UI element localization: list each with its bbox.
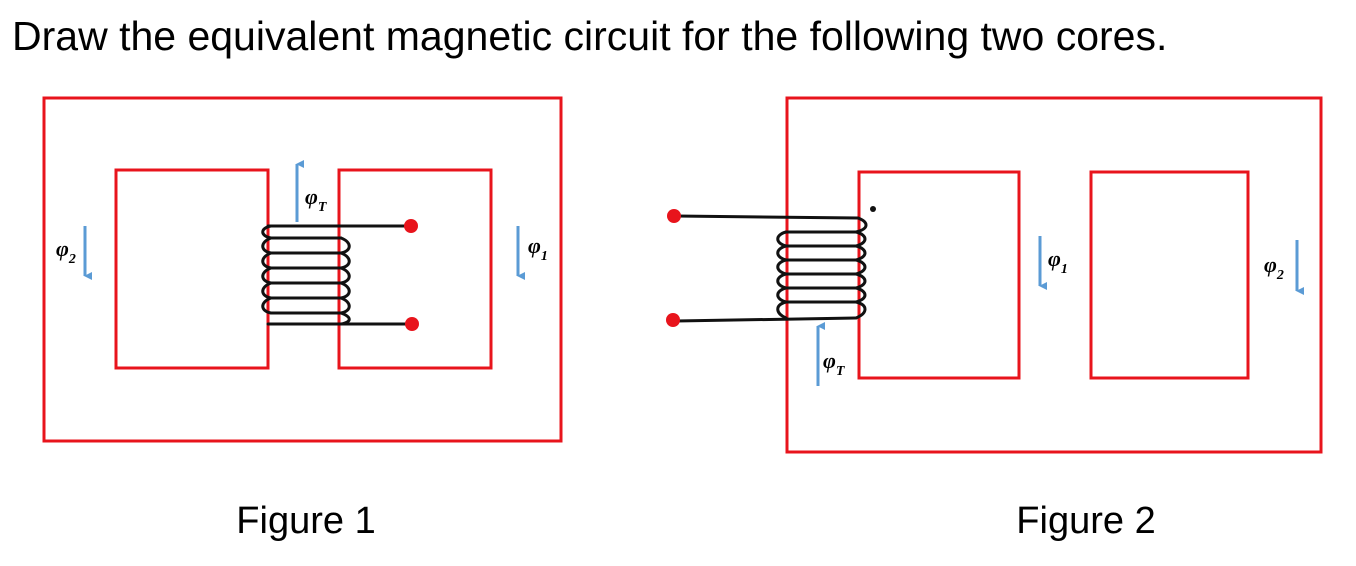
fig1-window-left: [114, 168, 270, 370]
fig2-core-outer: [785, 96, 1323, 454]
fig1-flux-right-symbol: φ: [528, 233, 541, 258]
page-title: Draw the equivalent magnetic circuit for…: [12, 13, 1168, 59]
fig1-flux-right-label: φ1: [528, 233, 548, 264]
figure-1: φT φ2 φ1: [42, 96, 563, 443]
fig1-flux-left-symbol: φ: [56, 236, 69, 261]
fig2-window-right: [1089, 170, 1250, 380]
fig2-terminal-top: [667, 209, 681, 223]
fig1-terminal-top: [404, 219, 418, 233]
fig2-flux-total-symbol: φ: [823, 348, 836, 373]
fig2-winding-coil: [674, 214, 868, 323]
fig2-flux-middle-label: φ1: [1048, 246, 1068, 277]
figure-2: φT φ1 φ2: [666, 96, 1323, 454]
fig2-flux-right-symbol: φ: [1264, 252, 1277, 277]
fig1-flux-total-symbol: φ: [305, 184, 318, 209]
fig1-flux-total-label: φT: [305, 184, 328, 215]
fig1-flux-right-subscript: 1: [541, 249, 548, 264]
fig1-winding-coil: [261, 224, 412, 326]
fig1-flux-left-subscript: 2: [68, 252, 76, 267]
fig2-flux-total-label: φT: [823, 348, 846, 379]
fig1-window-right: [337, 168, 493, 370]
figure-2-caption: Figure 2: [1016, 500, 1156, 542]
fig2-flux-middle-symbol: φ: [1048, 246, 1061, 271]
fig1-core-outer: [42, 96, 563, 443]
fig1-terminal-bottom: [405, 317, 419, 331]
fig2-flux-right-subscript: 2: [1276, 268, 1284, 283]
fig2-flux-right-label: φ2: [1264, 252, 1284, 283]
fig1-flux-left-label: φ2: [56, 236, 76, 267]
fig1-flux-total-subscript: T: [318, 200, 328, 215]
fig2-terminal-bottom: [666, 313, 680, 327]
fig2-flux-middle-subscript: 1: [1061, 262, 1068, 277]
fig2-flux-total-subscript: T: [836, 364, 846, 379]
fig2-polarity-dot: [870, 206, 876, 212]
fig2-window-left: [857, 170, 1021, 380]
figure-1-caption: Figure 1: [236, 500, 376, 542]
